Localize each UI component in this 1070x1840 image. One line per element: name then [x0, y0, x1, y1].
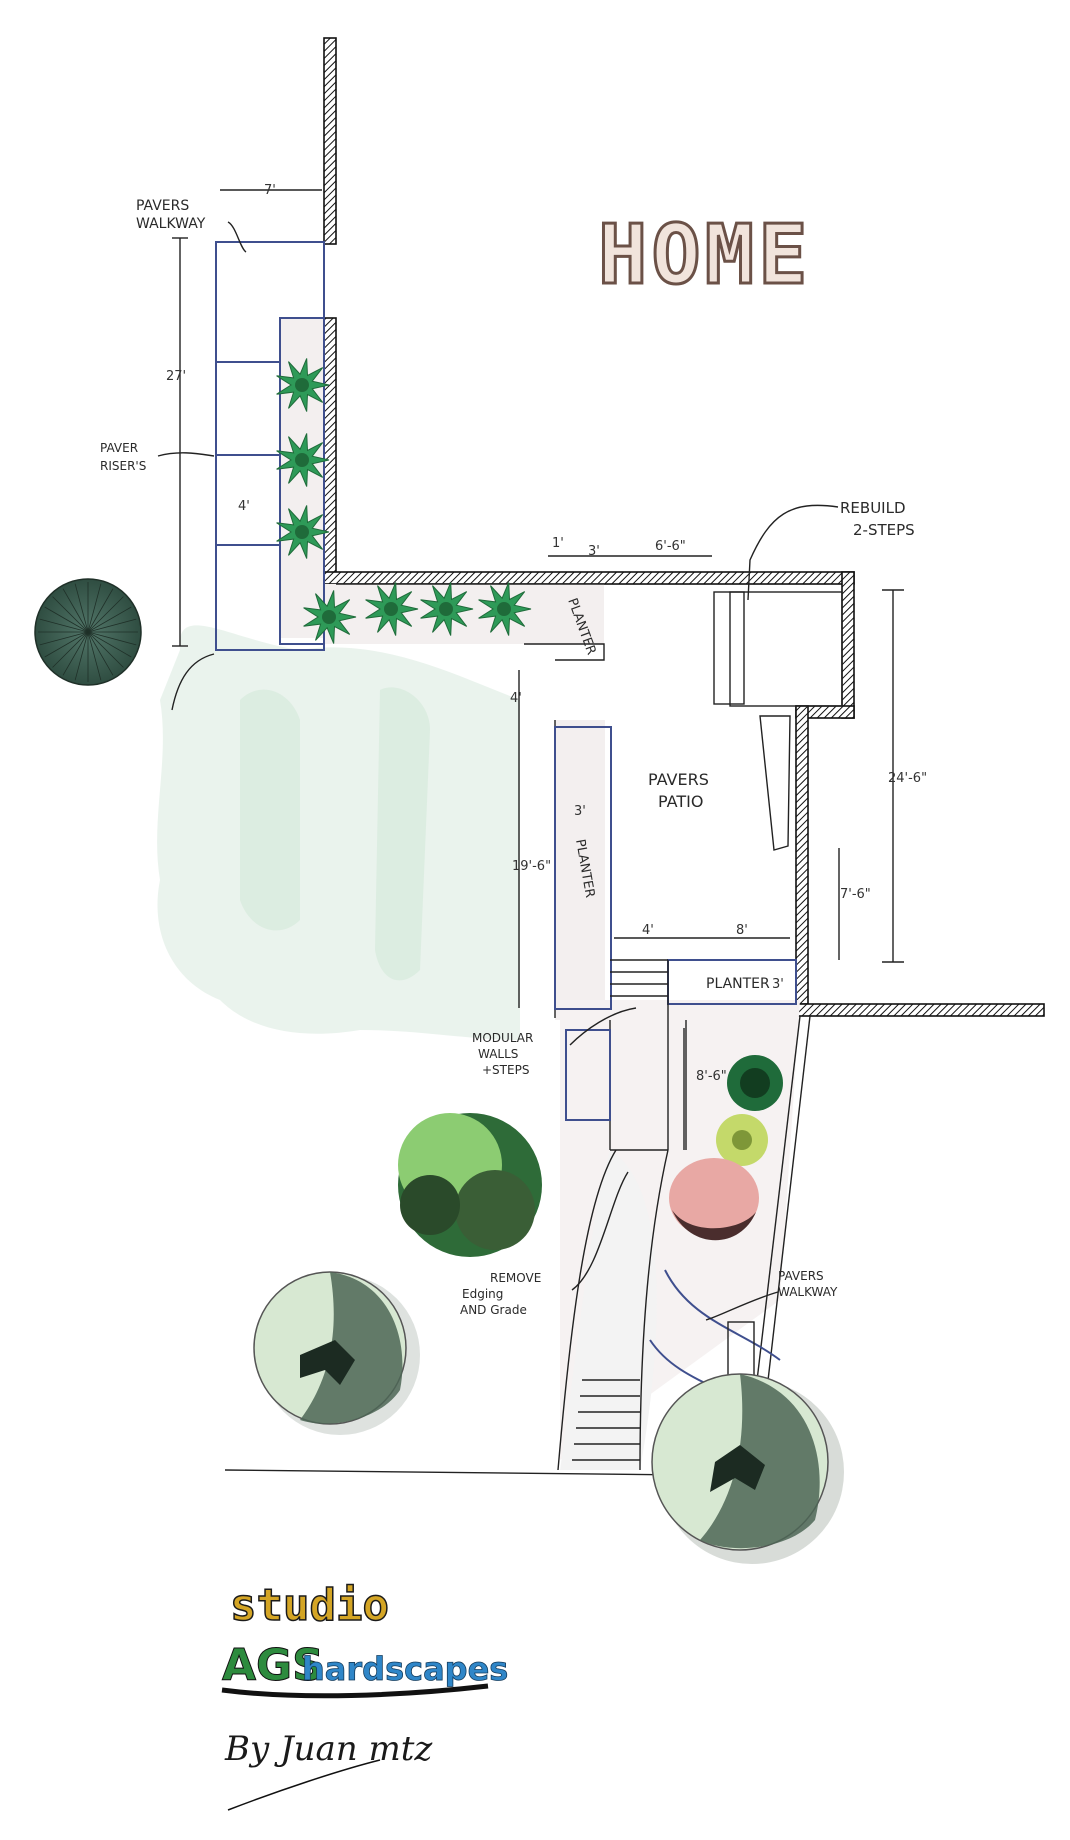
dim-step-1: 1' — [552, 536, 564, 551]
label-text: WALLS — [478, 1047, 518, 1061]
shrubs-row — [276, 358, 532, 644]
dim-right-partial: 7'-6" — [840, 887, 871, 902]
dim-stair-8-6: 8'-6" — [696, 1069, 727, 1084]
pavers-walkway-top — [171, 241, 325, 711]
dim-bottom-8: 8' — [736, 923, 748, 938]
label-text: PAVERS — [136, 198, 189, 214]
lawn-area — [157, 625, 520, 1040]
label-text: Edging — [462, 1287, 503, 1301]
shrub-icon — [478, 582, 532, 636]
dim-walkway-length: 27' — [166, 369, 186, 384]
label-text: PAVER — [100, 441, 138, 455]
patio — [336, 583, 843, 1151]
label-planter-bottom: PLANTER — [706, 976, 770, 992]
dim-step-6-6: 6'-6" — [655, 539, 686, 554]
label-text: WALKWAY — [778, 1285, 838, 1299]
logo-ags-text: AGS — [222, 1640, 324, 1691]
dim-bottom-4: 4' — [642, 923, 654, 938]
label-text: +STEPS — [482, 1063, 529, 1077]
label-modular-walls: MODULAR WALLS +STEPS — [472, 1031, 533, 1077]
dim-walkway-width: 7' — [264, 183, 276, 198]
logo-studio-text: studio — [230, 1580, 389, 1631]
dim-patio-height: 19'-6" — [512, 859, 551, 874]
label-text: REBUILD — [840, 499, 906, 517]
leaders — [157, 221, 839, 1321]
shrub-icon — [276, 505, 330, 559]
dim-gap-4: 4' — [510, 691, 522, 706]
label-text: PATIO — [658, 792, 703, 811]
tree-top-left — [34, 578, 142, 686]
shrub-icon — [420, 582, 474, 636]
dim-step-3: 3' — [588, 544, 600, 559]
label-text: 2-STEPS — [853, 521, 915, 539]
label-text: AND Grade — [460, 1303, 527, 1317]
label-text: PAVERS — [778, 1269, 824, 1283]
house-walls — [323, 37, 1045, 1017]
label-pavers-walkway-bottom: PAVERS WALKWAY — [778, 1269, 838, 1299]
home-title: HOME — [598, 208, 811, 303]
label-text: REMOVE — [490, 1271, 541, 1285]
plants-bed — [669, 1055, 783, 1241]
shrub-icon — [276, 358, 330, 412]
logo-hardscapes-text: hardscapes — [302, 1650, 508, 1688]
signature: By Juan mtz — [224, 1729, 433, 1769]
dim-planter-width: 3' — [574, 804, 586, 819]
label-text: MODULAR — [472, 1031, 533, 1045]
label-pavers-patio: PAVERS PATIO — [648, 770, 709, 811]
label-rebuild-steps: REBUILD 2-STEPS — [840, 499, 915, 539]
label-paver-risers: PAVER RISER'S — [100, 441, 146, 473]
shrub-icon — [365, 582, 419, 636]
label-text: RISER'S — [100, 459, 146, 473]
studio-ags-logo: studio AGS hardscapes By Juan mtz — [222, 1579, 509, 1811]
label-text: WALKWAY — [136, 216, 206, 232]
shrub-icon — [276, 433, 330, 487]
label-text: PAVERS — [648, 770, 709, 789]
dimension-lines — [172, 189, 904, 1150]
dim-right-total: 24'-6" — [888, 771, 927, 786]
tree-bottom-right — [651, 1373, 844, 1564]
label-remove-edging: REMOVE Edging AND Grade — [460, 1271, 541, 1317]
label-pavers-walkway-top: PAVERS WALKWAY — [136, 198, 206, 232]
shrub-large-green — [398, 1113, 542, 1257]
dim-planter-depth: 3' — [772, 977, 784, 992]
shrub-icon — [303, 590, 357, 644]
dim-riser-width: 4' — [238, 499, 250, 514]
tree-bottom-left — [253, 1271, 420, 1435]
